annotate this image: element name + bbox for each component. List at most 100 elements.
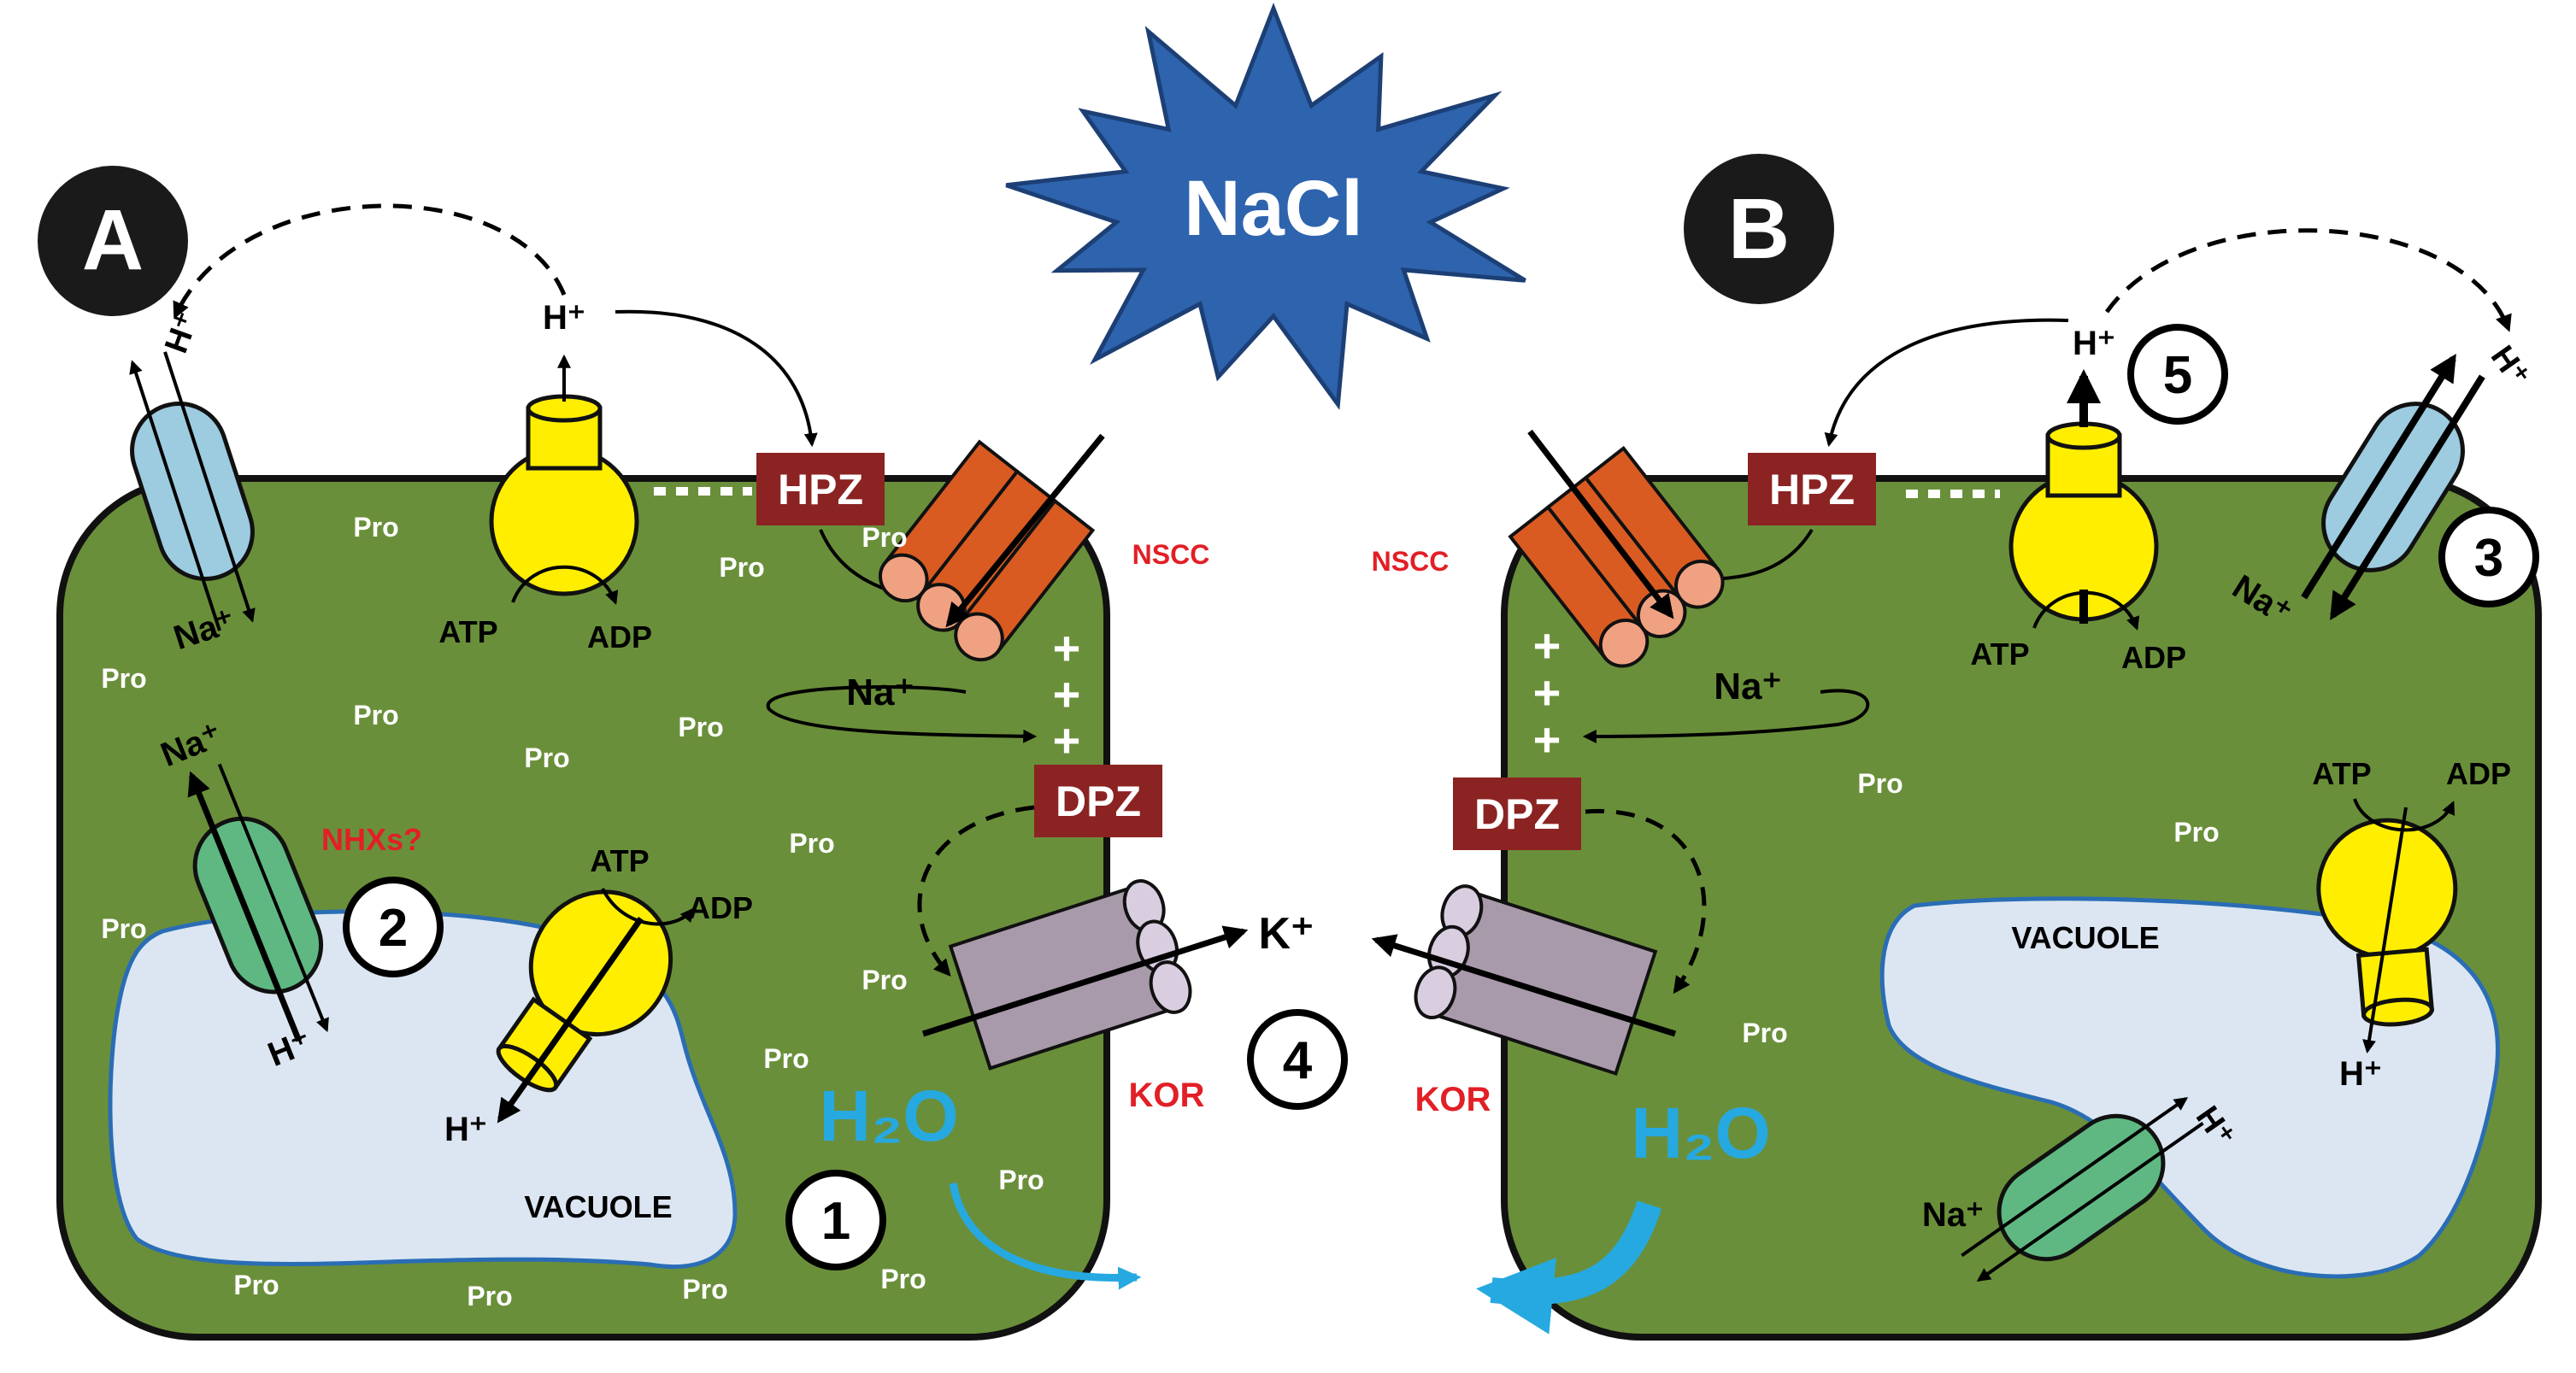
a-hpz-label: HPZ <box>778 466 863 513</box>
a-vac-h-arrow <box>497 916 644 1124</box>
marker-3: 3 <box>2474 529 2503 588</box>
a-h2o-label: H₂O <box>819 1076 958 1156</box>
nacl-starburst-shape <box>1005 3 1526 411</box>
marker-2: 2 <box>379 899 408 958</box>
a-pro-12: Pro <box>998 1165 1044 1195</box>
marker-1-ring <box>785 1170 886 1270</box>
a-vac-atp-adp-arrow <box>601 888 695 926</box>
a-cyt-na-arrow <box>766 685 1038 743</box>
a-hpz-box <box>756 453 885 525</box>
panel-a-badge: A <box>82 192 144 288</box>
a-vac-h-label: H⁺ <box>444 1111 487 1148</box>
a-cyt-na-label: Na⁺ <box>846 672 914 713</box>
a-nscc-label: NSCC <box>1132 539 1210 570</box>
a-dpz-box <box>1034 765 1162 837</box>
a-h-recirculation-dashed <box>173 203 567 320</box>
panel-b-badge: B <box>1728 181 1790 277</box>
b-h2o-label: H₂O <box>1631 1093 1770 1173</box>
b-kor-efflux-arrow <box>1371 934 1677 1037</box>
a-vac-atp-label: ATP <box>590 843 649 878</box>
a-pro-11: Pro <box>763 1043 809 1074</box>
a-pro-16: Pro <box>880 1264 926 1294</box>
a-pm-adp-label: ADP <box>587 619 652 654</box>
a-plus-2: + <box>1053 667 1081 721</box>
a-dpz-label: DPZ <box>1056 777 1141 825</box>
b-hpz-box <box>1748 453 1876 525</box>
a-pro-5: Pro <box>353 700 398 731</box>
a-pro-1: Pro <box>353 512 398 543</box>
a-pro-9: Pro <box>101 913 146 944</box>
b-h-recirculation-dashed <box>2104 228 2512 332</box>
b-cyt-na-label: Na⁺ <box>1714 666 1781 707</box>
marker-1: 1 <box>821 1192 850 1251</box>
a-pro-10: Pro <box>862 965 907 995</box>
b-dpz-label: DPZ <box>1474 790 1560 838</box>
marker-5-ring <box>2127 324 2228 425</box>
marker-2-ring <box>343 877 444 977</box>
a-water-efflux-arrow <box>949 1182 1142 1290</box>
a-kor-label: KOR <box>1129 1077 1205 1114</box>
b-kor-label: KOR <box>1415 1081 1491 1118</box>
b-vac-atp-label: ATP <box>2312 756 2371 791</box>
nacl-starburst <box>1005 3 1526 411</box>
panel-b-badge-bg <box>1684 154 1834 304</box>
b-proline-labels: Pro Pro Pro <box>1742 768 2219 1048</box>
a-pro-6: Pro <box>524 742 569 773</box>
b-pm-adp-label: ADP <box>2121 640 2186 675</box>
b-vac-atp-adp-arrow <box>2353 798 2455 832</box>
b-plus-2: + <box>1533 666 1561 719</box>
a-vacuolar-h-atpase <box>496 889 673 1093</box>
b-water-efflux-arrow <box>1476 1200 1662 1335</box>
b-pm-h-atpase <box>2008 369 2159 631</box>
a-vac-adp-label: ADP <box>688 890 753 925</box>
marker-3-ring <box>2438 507 2539 607</box>
a-kor-channel <box>948 879 1192 1071</box>
b-vac-na-label: Na⁺ <box>1922 1196 1984 1234</box>
a-pro-15: Pro <box>682 1274 727 1305</box>
a-dpz-to-kor-dashed <box>917 805 1035 977</box>
b-pm-atp-label: ATP <box>1970 637 2029 672</box>
b-dpz-box <box>1453 777 1581 850</box>
a-pro-14: Pro <box>467 1281 512 1311</box>
nacl-label: NaCl <box>1184 165 1363 252</box>
b-na-h-antiporter <box>2301 354 2485 620</box>
a-plus-1: + <box>1053 621 1081 675</box>
a-pro-7: Pro <box>678 712 723 742</box>
b-vacuolar-h-atpase <box>2316 818 2458 1027</box>
marker-4-ring <box>1247 1009 1348 1110</box>
b-kor-channel <box>1414 884 1658 1077</box>
b-plus-3: + <box>1533 713 1561 766</box>
a-h-pump-out-label: H⁺ <box>543 299 585 337</box>
a-pro-13: Pro <box>233 1270 279 1300</box>
a-kor-efflux-arrow <box>921 925 1249 1037</box>
a-pro-2: Pro <box>719 552 764 583</box>
a-vacuole-label: VACUOLE <box>524 1189 672 1224</box>
a-h-to-hpz-arrow <box>615 309 818 448</box>
a-proline-labels: Pro Pro Pro Pro Pro Pro Pro Pro Pro Pro … <box>101 512 1044 1311</box>
a-nhx-label: NHXs? <box>321 822 422 857</box>
panel-a-badge-bg <box>38 166 188 316</box>
a-nscc-influx-arrow <box>945 433 1105 628</box>
a-plus-3: + <box>1053 713 1081 767</box>
a-nhx-exchanger <box>187 763 329 1042</box>
a-antiporter-h-label: H⁺ <box>158 308 206 358</box>
a-pro-4: Pro <box>101 663 146 694</box>
b-plus-1: + <box>1533 619 1561 672</box>
a-na-h-antiporter <box>129 351 256 631</box>
b-vac-h-label: H⁺ <box>2339 1055 2382 1093</box>
b-pro-2: Pro <box>2173 817 2219 848</box>
b-dpz-to-kor-dashed <box>1585 808 1707 995</box>
b-hpz-label: HPZ <box>1769 466 1855 513</box>
b-nscc-label: NSCC <box>1372 546 1450 577</box>
b-pro-3: Pro <box>1742 1018 1787 1048</box>
b-h-to-hpz-arrow <box>1824 318 2069 448</box>
a-nscc-channel <box>879 439 1096 662</box>
k-ion-label: K⁺ <box>1259 909 1314 959</box>
b-h-pump-out-label: H⁺ <box>2073 325 2115 362</box>
b-vacuolar-nhx <box>1961 1097 2204 1282</box>
b-vac-adp-label: ADP <box>2446 756 2511 791</box>
marker-4: 4 <box>1283 1031 1313 1090</box>
b-vacuole-label: VACUOLE <box>2011 920 2159 955</box>
